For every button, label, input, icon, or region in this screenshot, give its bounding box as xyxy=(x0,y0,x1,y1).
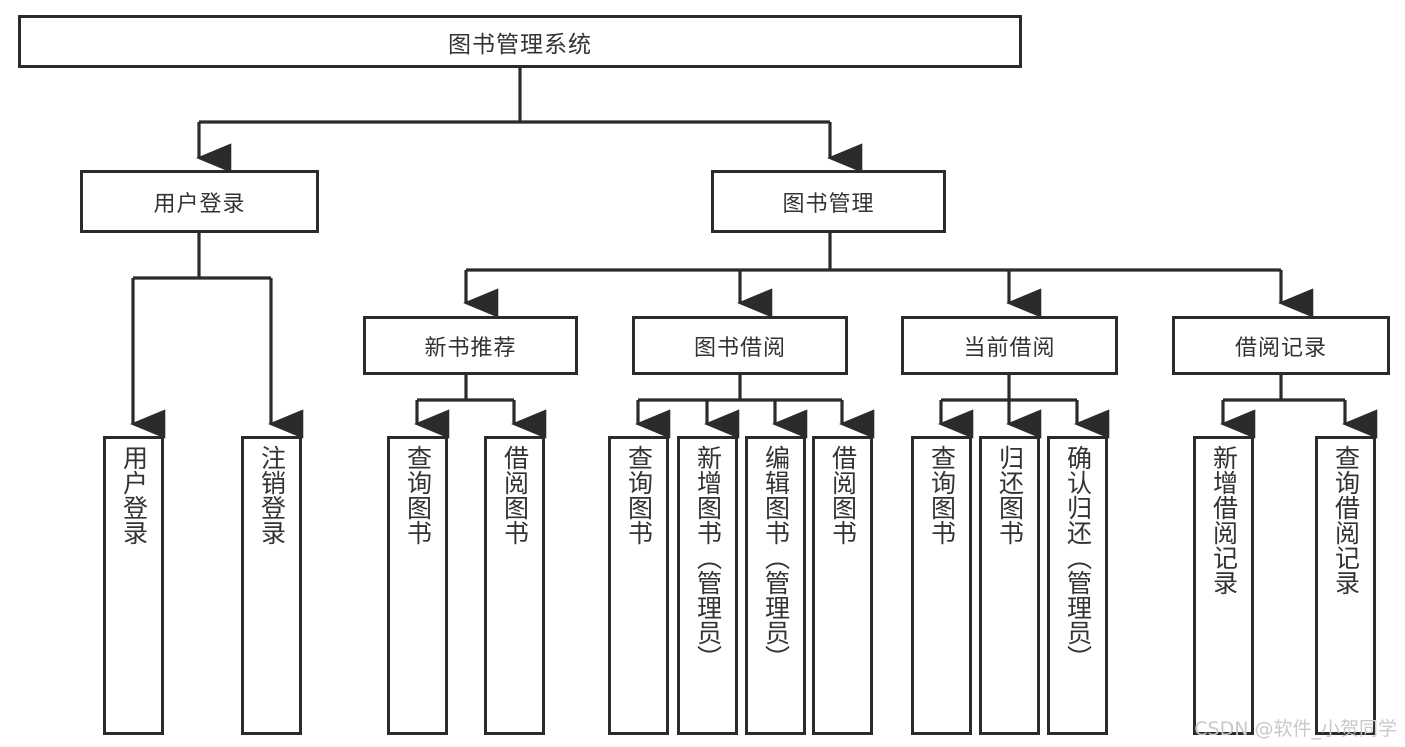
leaf-borrow-borrow-book[interactable]: 借阅图书 xyxy=(812,436,873,735)
leaf-record-query-borrow-record[interactable]: 查询借阅记录 xyxy=(1315,436,1376,735)
leaf-label: 查询图书 xyxy=(624,445,654,545)
leaf-label: 编辑图书（管理员） xyxy=(761,445,791,670)
leaf-new-book-query-book[interactable]: 查询图书 xyxy=(387,436,448,735)
leaf-label: 查询借阅记录 xyxy=(1331,445,1361,595)
node-new-book-recommend[interactable]: 新书推荐 xyxy=(363,316,578,375)
leaf-label: 注销登录 xyxy=(257,445,287,545)
node-borrow-record[interactable]: 借阅记录 xyxy=(1172,316,1390,375)
leaf-label: 新增图书（管理员） xyxy=(693,445,723,670)
leaf-label: 借阅图书 xyxy=(500,445,530,545)
leaf-record-add-borrow-record[interactable]: 新增借阅记录 xyxy=(1193,436,1254,735)
leaf-new-book-borrow-book[interactable]: 借阅图书 xyxy=(484,436,545,735)
leaf-current-query-book[interactable]: 查询图书 xyxy=(911,436,972,735)
leaf-borrow-edit-book-admin[interactable]: 编辑图书（管理员） xyxy=(745,436,806,735)
leaf-current-return-book[interactable]: 归还图书 xyxy=(979,436,1040,735)
leaf-label: 查询图书 xyxy=(403,445,433,545)
leaf-label: 归还图书 xyxy=(995,445,1025,545)
leaf-label: 确认归还（管理员） xyxy=(1063,445,1093,670)
leaf-borrow-add-book-admin[interactable]: 新增图书（管理员） xyxy=(677,436,738,735)
node-user-login[interactable]: 用户登录 xyxy=(80,170,319,233)
node-root-book-management-system[interactable]: 图书管理系统 xyxy=(18,15,1022,68)
leaf-label: 借阅图书 xyxy=(828,445,858,545)
leaf-user-login-login[interactable]: 用户登录 xyxy=(103,436,164,735)
leaf-borrow-query-book[interactable]: 查询图书 xyxy=(608,436,669,735)
leaf-label: 用户登录 xyxy=(119,445,149,545)
node-book-borrow[interactable]: 图书借阅 xyxy=(632,316,848,375)
node-book-management[interactable]: 图书管理 xyxy=(711,170,946,233)
leaf-current-confirm-return-admin[interactable]: 确认归还（管理员） xyxy=(1047,436,1108,735)
leaf-label: 新增借阅记录 xyxy=(1209,445,1239,595)
leaf-user-login-logout[interactable]: 注销登录 xyxy=(241,436,302,735)
leaf-label: 查询图书 xyxy=(927,445,957,545)
node-current-borrow[interactable]: 当前借阅 xyxy=(901,316,1118,375)
